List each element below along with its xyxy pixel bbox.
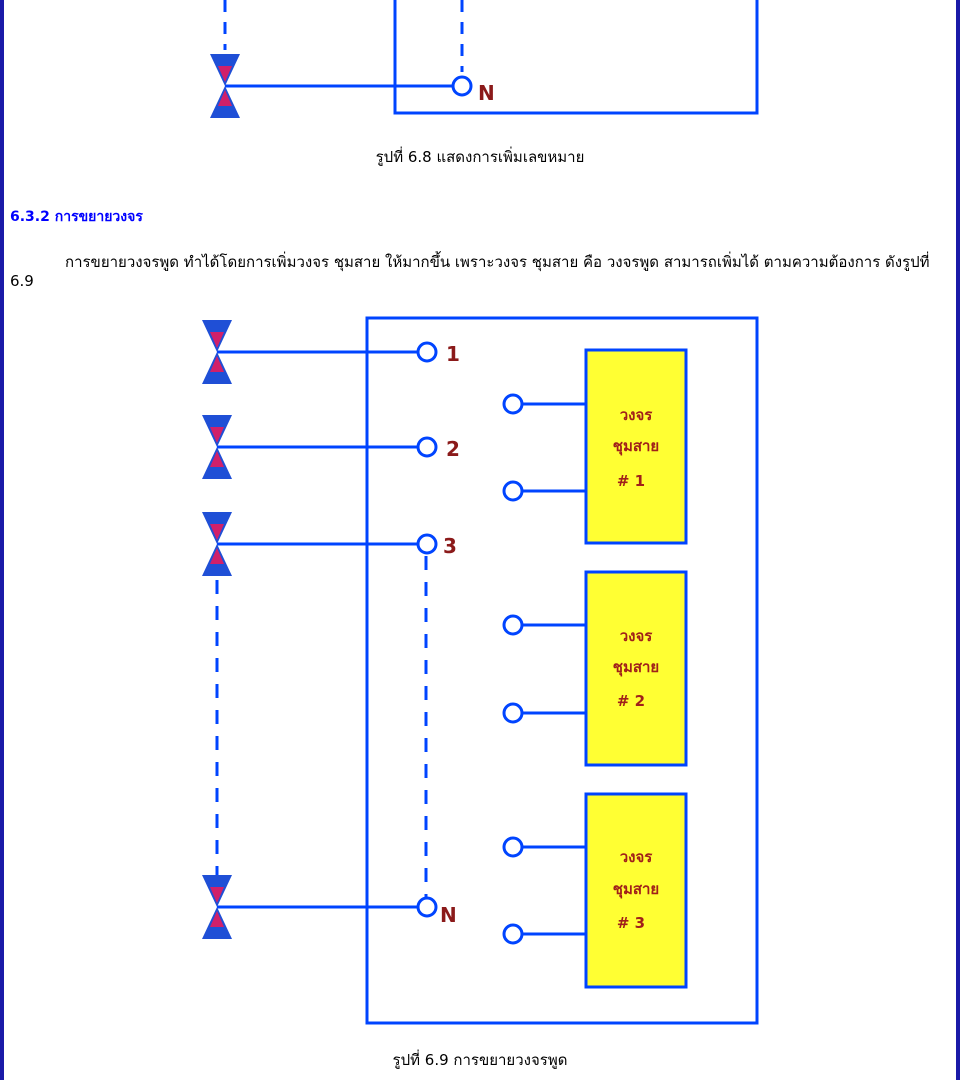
terminal-circle	[416, 341, 438, 363]
circuit-box-3: วงจร ชุมสาย # 3	[502, 792, 688, 989]
circuit-box-label: ชุมสาย	[613, 880, 659, 899]
terminal-circle	[451, 75, 473, 97]
circuit-box-label: วงจร	[620, 406, 654, 424]
terminal-circle	[416, 436, 438, 458]
figure-caption-6-9: รูปที่ 6.9 การขยายวงจรพูด	[392, 1051, 568, 1069]
terminal-circle	[416, 896, 438, 918]
terminal-circle	[502, 393, 524, 415]
circuit-box-rect	[584, 570, 688, 767]
figure-caption-6-8: รูปที่ 6.8 แสดงการเพิ่มเลขหมาย	[375, 148, 585, 166]
terminal-circle	[502, 923, 524, 945]
circuit-box-number: # 2	[617, 692, 645, 710]
circuit-box-label: วงจร	[620, 848, 654, 866]
terminal-circle	[502, 614, 524, 636]
section-heading: 6.3.2 การขยายวงจร	[10, 209, 143, 225]
terminal-label-2: 2	[446, 437, 460, 461]
circuit-box-1: วงจร ชุมสาย # 1	[502, 348, 688, 545]
circuit-box-2: วงจร ชุมสาย # 2	[502, 570, 688, 767]
circuit-box-label: ชุมสาย	[613, 437, 659, 456]
circuit-box-rect	[584, 792, 688, 989]
terminal-label-n: N	[478, 81, 495, 105]
figure-6-9: 1 2 3 N วงจร ชุมสาย # 1 วงจร ชุมสาย # 2	[202, 316, 759, 1025]
terminal-circle	[416, 533, 438, 555]
terminal-label-1: 1	[446, 342, 460, 366]
circuit-box-label: ชุมสาย	[613, 658, 659, 677]
circuit-box-number: # 3	[617, 914, 645, 932]
circuit-box-number: # 1	[617, 472, 645, 490]
terminal-circle	[502, 702, 524, 724]
figure-6-8: N	[210, 0, 759, 118]
terminal-circle	[502, 836, 524, 858]
circuit-box-label: วงจร	[620, 627, 654, 645]
terminal-circle	[502, 480, 524, 502]
body-paragraph: การขยายวงจรพูด ทำได้โดยการเพิ่มวงจร ชุมส…	[10, 253, 930, 290]
terminal-label-n: N	[440, 903, 457, 927]
circuit-box-rect	[584, 348, 688, 545]
exchange-box	[393, 0, 759, 115]
terminal-label-3: 3	[443, 534, 457, 558]
